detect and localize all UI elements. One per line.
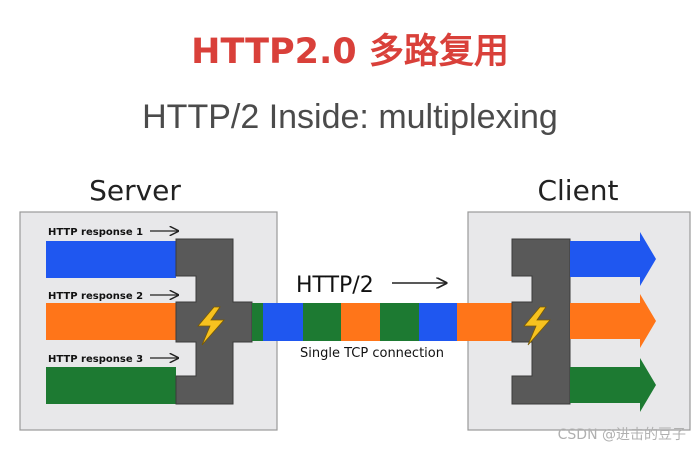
server-label: Server (89, 174, 181, 207)
response-label-2: HTTP response 2 (48, 291, 143, 302)
client-output-arrow-green (570, 358, 656, 412)
response-stream-1 (46, 241, 176, 278)
response-stream-2 (46, 303, 176, 340)
connection-label: Single TCP connection (300, 346, 444, 361)
response-label-1: HTTP response 1 (48, 227, 143, 238)
stream-frame-blue (263, 303, 303, 341)
client-output-arrow-orange (570, 294, 656, 348)
stream-frame-green (380, 303, 419, 341)
response-stream-3 (46, 367, 176, 404)
stream-frame-blue (419, 303, 457, 341)
response-label-3: HTTP response 3 (48, 354, 143, 365)
stream-frame-green (303, 303, 341, 341)
client-lightning-icon (523, 306, 551, 346)
stream-frame-orange (457, 303, 512, 341)
client-label: Client (537, 174, 618, 207)
page-subtitle: HTTP/2 Inside: multiplexing (142, 98, 558, 136)
server-lightning-icon (197, 306, 225, 346)
watermark: CSDN @进击的豆子 (557, 427, 686, 443)
page-title: HTTP2.0 多路复用 (191, 32, 509, 72)
stream-frame-orange (341, 303, 380, 341)
tcp-stream (252, 303, 512, 341)
protocol-label: HTTP/2 (296, 273, 374, 298)
stream-frame-green (252, 303, 263, 341)
client-output-arrow-blue (570, 232, 656, 286)
